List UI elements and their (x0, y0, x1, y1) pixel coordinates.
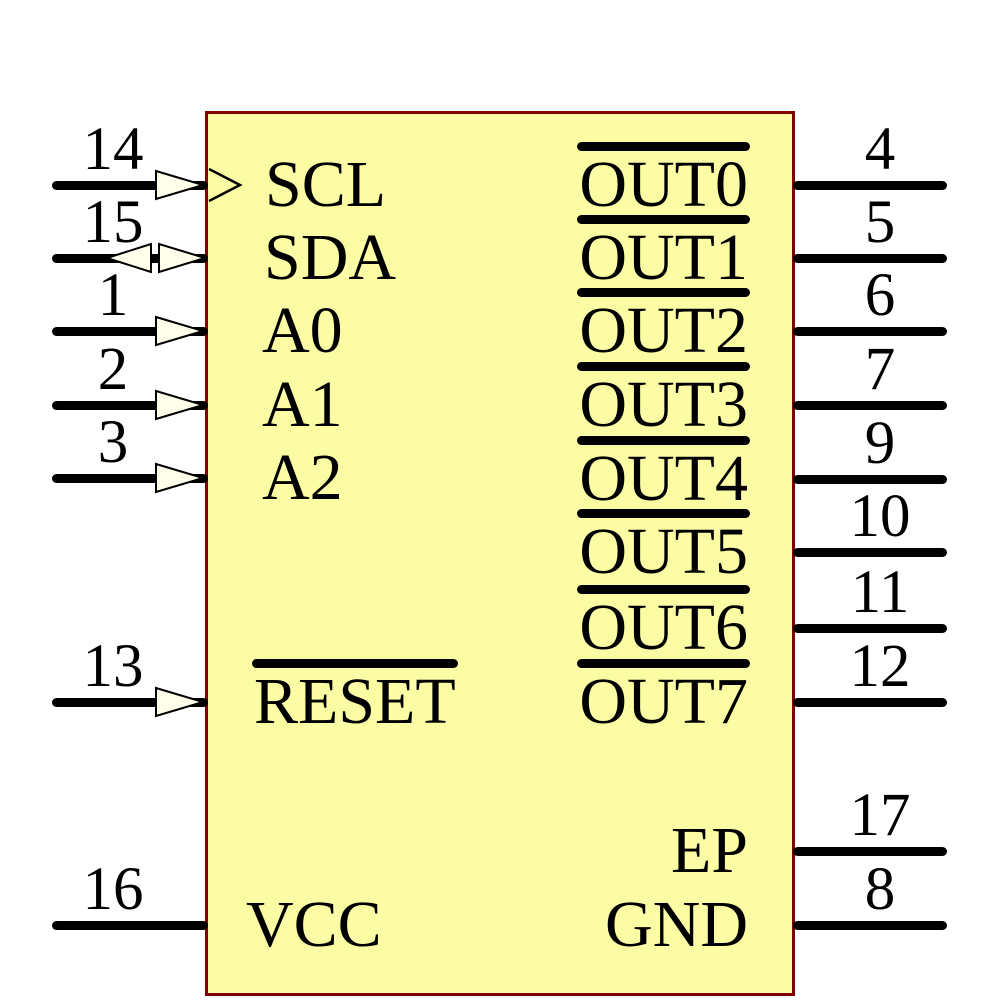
pin-name-text: A0 (262, 294, 343, 367)
input-arrow-icon (155, 462, 207, 494)
overline-bar (577, 215, 750, 224)
overline-bar (577, 362, 750, 371)
pin-number: 10 (849, 483, 911, 550)
pin-name-text: SDA (264, 221, 397, 294)
pin-name-label: OUT2 (577, 288, 750, 364)
pin-name-label: OUT4 (577, 436, 750, 512)
pin-name-label: OUT5 (577, 509, 750, 585)
input-arrow-icon (155, 169, 207, 201)
pin-name-text: OUT5 (579, 515, 748, 588)
pin-wire (793, 474, 947, 484)
pin-name-text: OUT1 (579, 221, 748, 294)
pin-wire (52, 697, 208, 707)
pin-wire (793, 920, 947, 930)
pin-wire (52, 920, 208, 930)
pin-name-label: SDA (264, 225, 396, 291)
bidirectional-arrow-icon (103, 242, 209, 274)
pin-name-text: OUT3 (579, 368, 748, 441)
pin-name-label: OUT6 (577, 585, 750, 661)
pin-wire (793, 547, 947, 557)
pin-wire (793, 697, 947, 707)
pin-number: 5 (864, 189, 896, 256)
overline-bar (577, 585, 750, 594)
pin-wire (52, 326, 208, 336)
pin-name-text: OUT6 (579, 591, 748, 664)
pin-name-text: VCC (246, 888, 382, 961)
overline-bar (577, 659, 750, 668)
pin-number: 9 (864, 410, 896, 477)
pin-wire (793, 846, 947, 856)
pin-number: 13 (82, 633, 144, 700)
pin-name-label: A2 (262, 445, 343, 511)
pin-number: 3 (97, 409, 129, 476)
pin-name-label: OUT3 (577, 362, 750, 438)
pin-wire (793, 180, 947, 190)
input-arrow-icon (155, 686, 207, 718)
pin-name-text: A2 (262, 441, 343, 514)
pin-number: 4 (864, 116, 896, 183)
pin-name-text: GND (605, 888, 748, 961)
pin-name-text: OUT7 (579, 665, 748, 738)
pin-number: 1 (97, 262, 129, 329)
pin-name-label: EP (671, 818, 748, 884)
pin-wire (52, 400, 208, 410)
input-arrow-icon (155, 315, 207, 347)
pin-number: 11 (850, 559, 910, 626)
ic-body (205, 111, 795, 996)
pin-number: 12 (849, 633, 911, 700)
pin-number: 8 (864, 856, 896, 923)
clock-indicator-icon (208, 167, 243, 203)
pin-name-label: VCC (246, 892, 382, 958)
pin-wire (52, 473, 208, 483)
pin-name-text: SCL (265, 148, 387, 221)
pin-name-label: OUT7 (577, 659, 750, 735)
pin-name-label: A1 (262, 372, 343, 438)
pin-wire (793, 400, 947, 410)
pin-wire (793, 253, 947, 263)
pin-name-text: RESET (254, 665, 456, 738)
pin-name-text: OUT0 (579, 148, 748, 221)
overline-bar (252, 659, 458, 668)
pin-name-label: OUT0 (577, 142, 750, 218)
pin-name-label: SCL (265, 152, 386, 218)
overline-bar (577, 436, 750, 445)
overline-bar (577, 142, 750, 151)
input-arrow-icon (155, 389, 207, 421)
pin-wire (793, 623, 947, 633)
pin-wire (793, 326, 947, 336)
pin-number: 7 (864, 336, 896, 403)
overline-bar (577, 288, 750, 297)
pin-name-label: RESET (252, 659, 458, 735)
overline-bar (577, 509, 750, 518)
pin-number: 17 (849, 782, 911, 849)
pin-name-text: A1 (262, 368, 343, 441)
pin-name-label: GND (605, 892, 748, 958)
pin-number: 15 (82, 189, 144, 256)
pin-name-text: EP (670, 814, 748, 887)
pin-name-text: OUT2 (579, 294, 748, 367)
pin-number: 2 (97, 336, 129, 403)
pin-wire (52, 180, 208, 190)
pin-number: 14 (82, 116, 144, 183)
pin-name-text: OUT4 (579, 442, 748, 515)
pin-number: 16 (82, 856, 144, 923)
pin-number: 6 (864, 262, 896, 329)
pin-name-label: OUT1 (577, 215, 750, 291)
pin-name-label: A0 (262, 298, 343, 364)
